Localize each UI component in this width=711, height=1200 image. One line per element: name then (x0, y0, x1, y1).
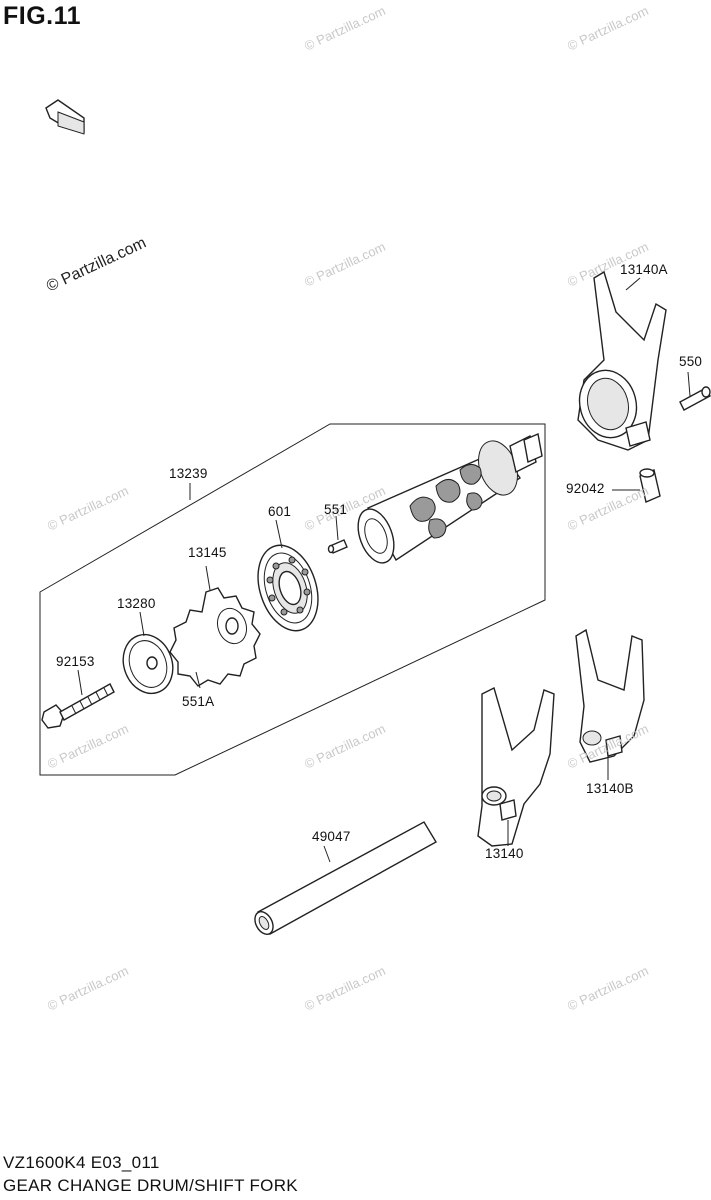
part-550-pin (679, 386, 711, 411)
section-name: GEAR CHANGE DRUM/SHIFT FORK (3, 1176, 298, 1195)
front-direction-arrow-icon (45, 99, 85, 135)
part-13280-plate (122, 633, 174, 695)
figure-title: FIG.11 (3, 2, 82, 30)
leader-lines (77, 277, 691, 863)
part-label-551: 551 (324, 502, 348, 517)
part-label-601: 601 (268, 504, 292, 519)
part-label-92153: 92153 (56, 654, 95, 669)
part-13145-star-plate (169, 587, 261, 687)
part-label-13140B: 13140B (586, 781, 634, 796)
part-gear-change-drum (357, 433, 543, 564)
model-code: VZ1600K4 E03_011 (3, 1153, 160, 1172)
part-label-13280: 13280 (117, 596, 156, 611)
part-13140A-shift-fork (577, 270, 667, 451)
part-92042-roller (639, 468, 661, 503)
part-label-551A: 551A (182, 694, 215, 709)
part-label-13140A: 13140A (620, 262, 668, 277)
part-601-bearing (257, 544, 319, 632)
part-label-550: 550 (679, 354, 703, 369)
part-label-13239: 13239 (169, 466, 208, 481)
part-551-pin (327, 539, 348, 554)
part-13140B-shift-fork (575, 628, 645, 763)
part-label-92042: 92042 (566, 481, 605, 496)
part-label-13140: 13140 (485, 846, 524, 861)
drum-subassembly-box (39, 423, 546, 776)
part-13140-shift-fork (477, 686, 555, 847)
part-label-13145: 13145 (188, 545, 227, 560)
part-92153-bolt (41, 683, 115, 729)
part-49047-shaft (254, 821, 437, 935)
part-label-49047: 49047 (312, 829, 351, 844)
